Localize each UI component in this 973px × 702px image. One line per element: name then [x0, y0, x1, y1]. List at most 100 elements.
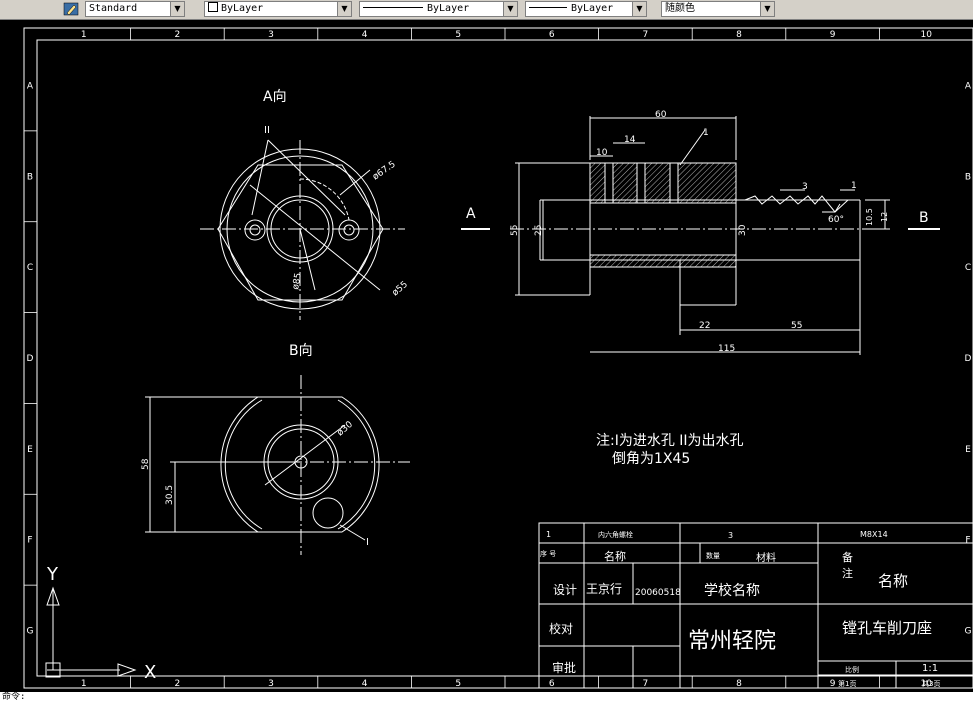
section-b-label: B	[919, 210, 929, 226]
column-label: 8	[736, 30, 742, 40]
ucs-x-label: X	[144, 662, 156, 683]
linetype-value: ByLayer	[427, 3, 470, 14]
hdr-qty: 数量	[706, 551, 720, 560]
text-style-icon[interactable]	[63, 1, 79, 17]
row1-qty: 3	[728, 531, 733, 540]
dim-1: 1	[851, 181, 857, 191]
dim-10-5: 10.5	[865, 208, 874, 226]
column-label: 5	[455, 679, 461, 689]
chevron-down-icon[interactable]: ▼	[503, 1, 518, 17]
layer-value: ByLayer	[221, 3, 264, 14]
hdr-remark-2: 注	[842, 566, 853, 580]
check-label: 校对	[549, 621, 573, 636]
row-label: B	[27, 172, 33, 182]
column-label: 1	[81, 679, 87, 689]
dim-30: 30	[738, 224, 748, 236]
column-label: 2	[175, 679, 181, 689]
chevron-down-icon[interactable]: ▼	[337, 1, 352, 17]
view-b-drawing: B向 58 30.5 ø30 I	[141, 343, 410, 555]
command-line[interactable]: 命令:	[0, 692, 973, 702]
column-label: 3	[268, 30, 274, 40]
color-swatch-icon	[208, 2, 218, 12]
hole-ii-label: II	[264, 125, 270, 136]
column-label: 9	[830, 679, 836, 689]
line-sample-icon	[363, 7, 423, 8]
properties-toolbar: Standard ▼ ByLayer ▼ ByLayer ▼ ByLayer ▼…	[0, 0, 973, 20]
color-dropdown[interactable]: 随颜色	[661, 1, 761, 17]
scale-value: 1:1	[922, 663, 938, 674]
school-label: 学校名称	[704, 582, 760, 599]
section-a-label: A	[466, 206, 476, 222]
column-label: 10	[920, 30, 932, 40]
dim-60: 60	[655, 110, 667, 120]
linetype-dropdown[interactable]: ByLayer	[359, 1, 509, 17]
hdr-material: 材料	[756, 551, 776, 564]
dim-phi67-5: ø67.5	[371, 160, 398, 183]
dim-10: 10	[596, 148, 608, 158]
dim-115: 115	[718, 344, 735, 354]
dim-14: 14	[624, 135, 636, 145]
column-label: 1	[81, 30, 87, 40]
dim-phi55: ø55	[391, 280, 410, 299]
row-label: E	[27, 445, 33, 455]
grid-ticks	[24, 28, 880, 688]
dim-3: 3	[802, 182, 808, 192]
hdr-name: 名称	[604, 549, 626, 563]
column-label: 2	[175, 30, 181, 40]
row-label: A	[27, 81, 34, 91]
designer: 王京行	[586, 582, 622, 596]
column-label: 5	[455, 30, 461, 40]
part-name: 镗孔车削刀座	[842, 619, 932, 637]
row-label: E	[965, 445, 971, 455]
column-label: 6	[549, 30, 555, 40]
row-label: D	[965, 354, 972, 364]
chevron-down-icon[interactable]: ▼	[760, 1, 775, 17]
row-label: G	[965, 627, 972, 637]
text-style-dropdown[interactable]: Standard	[85, 1, 171, 17]
dim-phi85: ø85	[291, 272, 304, 290]
section-view-drawing: A B	[461, 110, 940, 355]
design-label: 设计	[553, 583, 577, 597]
row1-name: 内六角螺栓	[598, 530, 633, 539]
note-line-2: 倒角为1X45	[612, 451, 690, 467]
hdr-no: 序 号	[540, 549, 556, 558]
dim-60-deg: 60°	[828, 215, 844, 225]
row-label: C	[965, 263, 971, 273]
drawing-frame	[23, 27, 973, 689]
row-label: A	[965, 81, 972, 91]
chevron-down-icon[interactable]: ▼	[170, 1, 185, 17]
dim-55-vertical: 55	[510, 225, 520, 236]
date: 20060518	[635, 588, 681, 598]
school-name: 常州轻院	[688, 629, 776, 654]
view-a-drawing: A向 II ø67.5 ø85 ø55	[200, 89, 410, 320]
chevron-down-icon[interactable]: ▼	[632, 1, 647, 17]
row-label: F	[27, 536, 32, 546]
callout-1: 1	[703, 128, 709, 138]
row1-no: 1	[546, 530, 551, 539]
row-label: D	[27, 354, 34, 364]
row1-spec: M8X14	[860, 530, 888, 539]
lineweight-dropdown[interactable]: ByLayer	[525, 1, 637, 17]
sheet-total: 共3页	[922, 679, 940, 688]
column-label: 10	[920, 679, 932, 689]
ucs-icon: Y X	[45, 564, 156, 683]
column-label: 6	[549, 679, 555, 689]
dim-phi30: ø30	[336, 420, 356, 439]
column-label: 7	[643, 679, 649, 689]
layer-dropdown[interactable]: ByLayer	[204, 1, 341, 17]
notes: 注:I为进水孔 II为出水孔 倒角为1X45	[596, 433, 744, 467]
dim-55-horizontal: 55	[791, 321, 802, 331]
row-label: B	[965, 172, 971, 182]
title-block-text: 1 内六角螺栓 3 M8X14 序 号 名称 数量 材料 备 注 设计 王京行 …	[540, 530, 940, 688]
row-label: F	[965, 536, 970, 546]
hole-i-label: I	[366, 537, 369, 548]
sheet-number: 第1页	[838, 679, 856, 688]
view-b-label: B向	[289, 343, 313, 359]
dim-25: 25	[534, 225, 544, 236]
view-a-label: A向	[263, 89, 287, 105]
line-sample-icon	[529, 7, 567, 8]
row-label: C	[27, 263, 33, 273]
